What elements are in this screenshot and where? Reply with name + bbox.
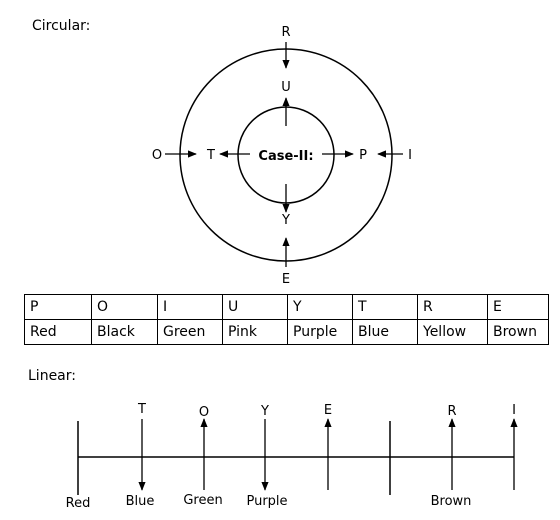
table-cell: Red — [24, 319, 92, 345]
table-cell: E — [487, 294, 549, 320]
table-cell: I — [157, 294, 223, 320]
outer-top-letter: R — [281, 25, 290, 40]
outer-left-letter: O — [152, 148, 162, 163]
inner-top-letter: U — [281, 80, 291, 95]
table-cell: Purple — [287, 319, 353, 345]
linear-top-label: I — [512, 403, 516, 418]
table-cell: Green — [157, 319, 223, 345]
table-cell: T — [352, 294, 418, 320]
linear-top-label: O — [199, 405, 209, 420]
linear-title: Linear: — [28, 368, 76, 384]
table-cell: U — [222, 294, 288, 320]
linear-bottom-label: Green — [183, 493, 222, 508]
inner-left-letter: T — [206, 148, 215, 163]
linear-bottom-label: Brown — [431, 494, 472, 509]
outer-right-letter: I — [408, 148, 412, 163]
linear-bottom-label: Red — [66, 496, 91, 511]
circular-title: Circular: — [32, 18, 91, 34]
outer-bottom-letter: E — [282, 272, 290, 287]
linear-bottom-label: Purple — [246, 494, 287, 509]
inner-bottom-letter: Y — [281, 213, 290, 228]
linear-top-label: T — [137, 402, 146, 417]
center-label: Case-II: — [258, 149, 313, 164]
letter-color-table: P O I U Y T R E Red Black Green Pink Pur… — [24, 294, 549, 345]
table-cell: Yellow — [417, 319, 488, 345]
linear-top-label: E — [324, 403, 332, 418]
linear-top-label: R — [447, 404, 456, 419]
linear-top-label: Y — [260, 404, 269, 419]
table-cell: Blue — [352, 319, 418, 345]
table-cell: Y — [287, 294, 353, 320]
table-row-letters: P O I U Y T R E — [24, 294, 549, 320]
table-cell: Brown — [487, 319, 549, 345]
table-cell: Pink — [222, 319, 288, 345]
table-cell: P — [24, 294, 92, 320]
table-cell: Black — [91, 319, 158, 345]
linear-bottom-label: Blue — [126, 494, 155, 509]
table-row-colors: Red Black Green Pink Purple Blue Yellow … — [24, 319, 549, 345]
table-cell: O — [91, 294, 158, 320]
inner-right-letter: P — [359, 148, 367, 163]
table-cell: R — [417, 294, 488, 320]
